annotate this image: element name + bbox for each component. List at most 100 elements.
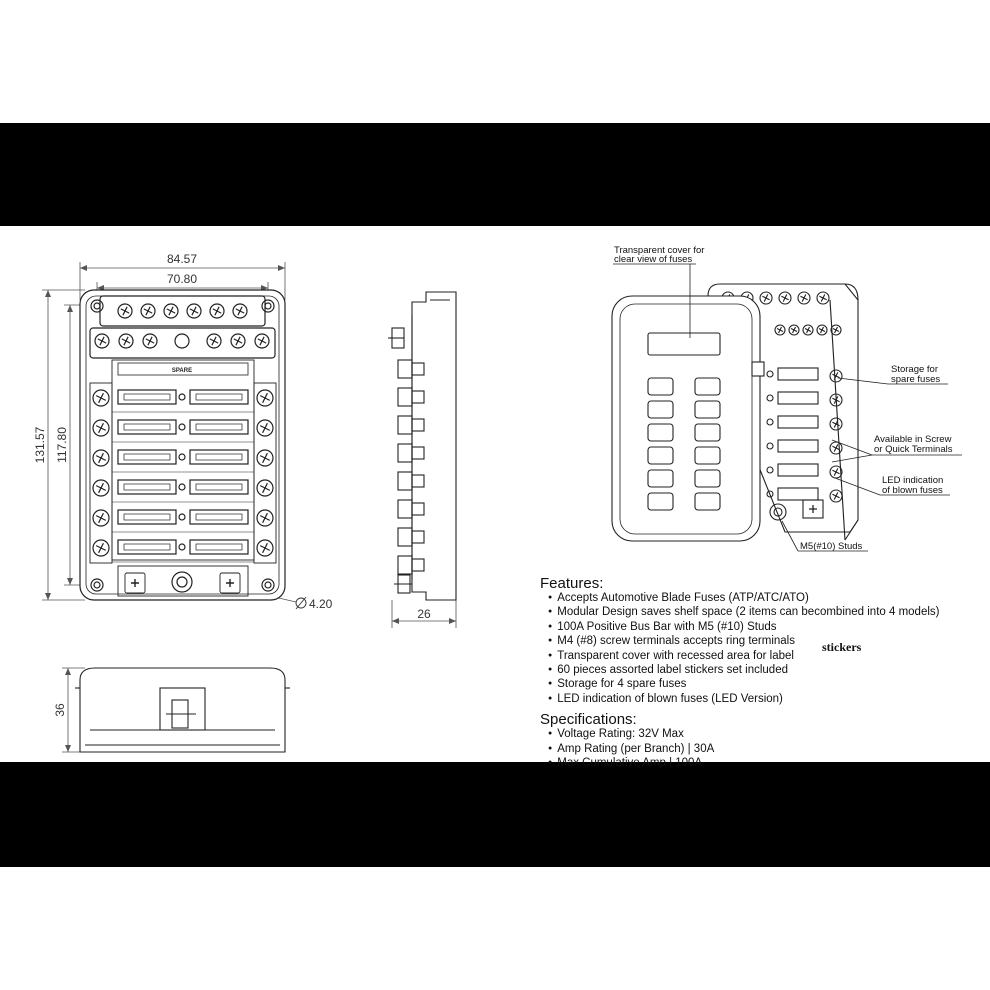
side-view	[388, 291, 457, 601]
feature-item: Modular Design saves shelf space (2 item…	[548, 606, 990, 620]
callout-storage-line1: Storage for	[891, 364, 938, 375]
front-view: SPARE	[79, 289, 286, 601]
cover-window	[694, 492, 721, 511]
screw	[774, 324, 786, 336]
fuse-row	[112, 479, 254, 503]
side-terminal	[397, 527, 425, 547]
dim-overall-width: 84.57	[167, 252, 197, 266]
cover-window	[694, 377, 721, 396]
cover-window	[694, 469, 721, 488]
screw	[230, 333, 246, 349]
callout-terminals-line1: Available in Screw	[874, 434, 952, 445]
cover-window	[694, 400, 721, 419]
top-black-band	[0, 123, 990, 226]
iso-fuse	[766, 439, 819, 453]
cover-window	[694, 446, 721, 465]
feature-item: Storage for 4 spare fuses	[548, 678, 990, 692]
screw	[829, 441, 843, 455]
cover-window	[647, 446, 674, 465]
spec-item: Voltage Rating: 32V Max	[548, 728, 990, 742]
cover-window	[647, 492, 674, 511]
callout-cover-line2: clear view of fuses	[614, 254, 692, 265]
specifications-heading: Specifications:	[540, 711, 637, 729]
iso-fuse	[766, 487, 819, 501]
feature-item: LED indication of blown fuses (LED Versi…	[548, 693, 990, 707]
screw	[92, 509, 110, 527]
fuse-rows	[112, 389, 254, 563]
callout-led-line2: of blown fuses	[882, 485, 943, 496]
callout-terminals-line2: or Quick Terminals	[874, 444, 953, 455]
screw	[816, 291, 830, 305]
cover-label-windows	[647, 377, 721, 511]
screw	[232, 303, 248, 319]
dim-inner-height: 117.80	[55, 427, 69, 463]
side-terminal	[397, 443, 425, 463]
screw	[797, 291, 811, 305]
screw	[92, 539, 110, 557]
feature-item: Transparent cover with recessed area for…	[548, 650, 990, 664]
screw	[92, 389, 110, 407]
fuse-row	[112, 389, 254, 413]
dim-front-height: 36	[53, 703, 67, 717]
screw	[206, 333, 222, 349]
screw	[209, 303, 225, 319]
fuse-row	[112, 449, 254, 473]
side-terminal	[397, 415, 425, 435]
spec-item: Amp Rating (per Branch) | 30A	[548, 743, 990, 757]
iso-fuse	[766, 367, 819, 381]
screw	[816, 324, 828, 336]
screw	[94, 333, 110, 349]
cover-window	[647, 469, 674, 488]
spare-label: SPARE	[172, 368, 192, 374]
side-terminal	[397, 499, 425, 519]
text-panel: Features: Accepts Automotive Blade Fuses…	[540, 576, 990, 771]
screw	[830, 324, 842, 336]
feature-item: Accepts Automotive Blade Fuses (ATP/ATC/…	[548, 592, 990, 606]
screw	[256, 509, 274, 527]
iso-fuse	[766, 391, 819, 405]
screw	[256, 479, 274, 497]
cover-window	[647, 400, 674, 419]
callout-studs: M5(#10) Studs	[800, 541, 863, 552]
screw	[92, 449, 110, 467]
stickers-note: stickers	[822, 640, 862, 654]
cover-window	[647, 377, 674, 396]
screw	[829, 489, 843, 503]
screw	[759, 291, 773, 305]
screw	[163, 303, 179, 319]
side-terminal-screws	[92, 389, 274, 557]
callout-led-line1: LED indication	[882, 475, 943, 486]
screw	[254, 333, 270, 349]
screw	[778, 291, 792, 305]
callout-storage-line2: spare fuses	[891, 374, 940, 385]
front-elevation-view	[75, 667, 290, 753]
callout-leaders	[613, 263, 962, 552]
screw	[117, 303, 133, 319]
screw	[829, 393, 843, 407]
specifications-list: Voltage Rating: 32V Max Amp Rating (per …	[540, 728, 990, 771]
cover-window	[694, 423, 721, 442]
side-terminal	[397, 359, 425, 379]
isometric-fuse-rows	[766, 367, 819, 501]
features-heading: Features:	[540, 575, 604, 592]
bottom-black-band	[0, 762, 990, 867]
screw	[256, 419, 274, 437]
screw	[256, 449, 274, 467]
diameter-symbol	[295, 596, 307, 610]
screw	[186, 303, 202, 319]
feature-item: M4 (#8) screw terminals accepts ring ter…	[548, 635, 990, 649]
screw	[92, 479, 110, 497]
spec-item: Max Cumulative Amp | 100A	[548, 757, 990, 771]
dim-overall-height: 131.57	[33, 426, 47, 463]
callout-cover-line1: Transparent cover for	[614, 245, 704, 256]
features-list: Accepts Automotive Blade Fuses (ATP/ATC/…	[540, 592, 990, 707]
feature-item: 60 pieces assorted label stickers set in…	[548, 664, 990, 678]
screw	[829, 369, 843, 383]
feature-item: 100A Positive Bus Bar with M5 (#10) Stud…	[548, 621, 990, 635]
screw	[142, 333, 158, 349]
side-terminal	[397, 471, 425, 491]
screw	[118, 333, 134, 349]
side-terminal	[397, 555, 425, 575]
dim-hole-diameter: 4.20	[309, 597, 333, 611]
